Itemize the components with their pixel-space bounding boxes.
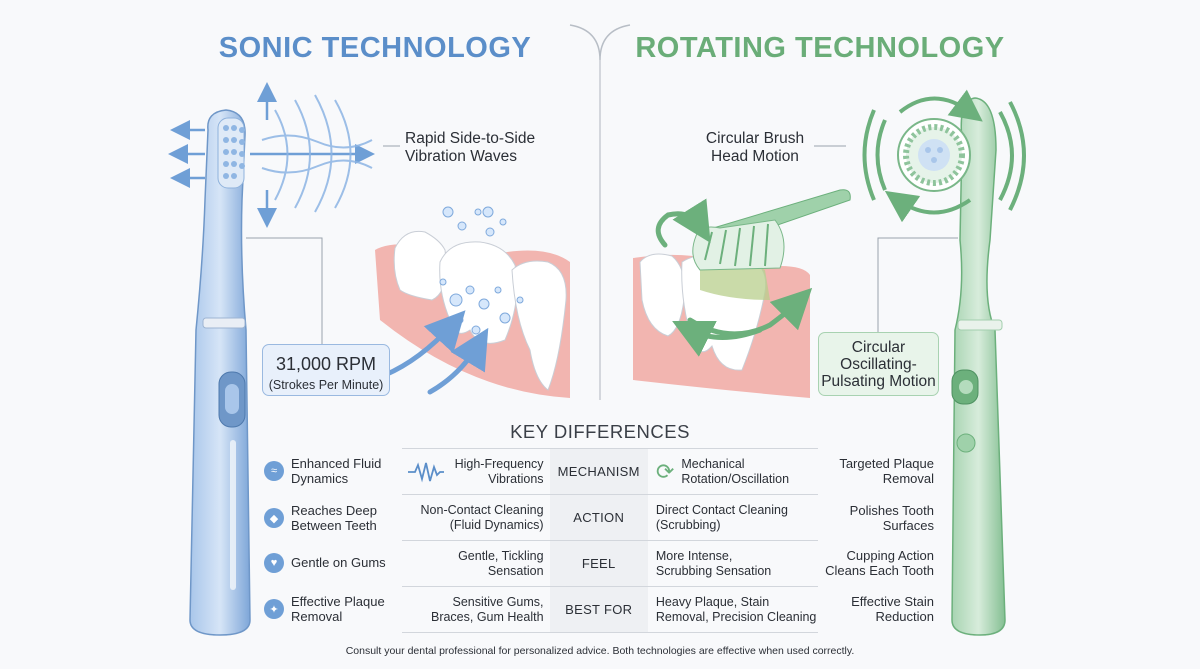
motion-line2: Oscillating- bbox=[840, 356, 917, 373]
rotating-feature-3-line2: Cleans Each Tooth bbox=[825, 563, 934, 578]
sonic-feature-1-line1: Enhanced Fluid bbox=[291, 456, 382, 471]
bestfor-sonic-line1: Sensitive Gums, bbox=[452, 594, 544, 609]
sonic-feature-3-line1: Gentle on Gums bbox=[291, 555, 386, 570]
rotating-toothbrush bbox=[862, 89, 1026, 636]
sonic-feature-1: Enhanced Fluid Dynamics bbox=[291, 456, 381, 486]
feel-rotating-line1: More Intense, bbox=[655, 548, 733, 563]
rotating-callout: Circular Brush Head Motion bbox=[700, 130, 810, 166]
heart-icon: ♥ bbox=[264, 553, 284, 573]
rotating-feature-1-line1: Targeted Plaque bbox=[839, 456, 934, 471]
table-row: Sensitive Gums, Braces, Gum Health BEST … bbox=[402, 586, 818, 633]
rotating-title: ROTATING TECHNOLOGY bbox=[635, 32, 1005, 64]
feel-rotating-line2: Scrubbing Sensation bbox=[655, 563, 772, 578]
footer-note: Consult your dental professional for per… bbox=[345, 645, 855, 657]
rpm-box: 31,000 RPM (Strokes Per Minute) bbox=[262, 344, 390, 396]
sonic-bristles bbox=[217, 117, 245, 189]
sonic-feature-2-line2: Between Teeth bbox=[291, 518, 377, 533]
rotating-feature-2: Polishes Tooth Surfaces bbox=[810, 503, 934, 533]
sonic-feature-4-line2: Removal bbox=[291, 609, 343, 624]
key-differences-table: High-Frequency Vibrations MECHANISM ⟳ Me… bbox=[402, 448, 818, 633]
mechanism-sonic: High-Frequency Vibrations bbox=[402, 448, 550, 495]
rpm-note: (Strokes Per Minute) bbox=[268, 378, 384, 392]
sonic-teeth bbox=[375, 206, 570, 398]
bestfor-rotating: Heavy Plaque, Stain Removal, Precision C… bbox=[647, 586, 818, 633]
sonic-feature-2-line1: Reaches Deep bbox=[291, 503, 377, 518]
bestfor-rotating-line1: Heavy Plaque, Stain bbox=[655, 594, 770, 609]
rotating-feature-1-line2: Removal bbox=[882, 471, 934, 486]
mechanism-rotating-line2: Rotation/Oscillation bbox=[681, 471, 790, 486]
rotating-feature-2-line1: Polishes Tooth bbox=[849, 503, 934, 518]
rotating-feature-1: Targeted Plaque Removal bbox=[810, 456, 934, 486]
mechanism-rotating-line1: Mechanical bbox=[681, 456, 745, 471]
table-row: Gentle, Tickling Sensation FEEL More Int… bbox=[402, 540, 818, 587]
table-row: High-Frequency Vibrations MECHANISM ⟳ Me… bbox=[402, 448, 818, 495]
sonic-feature-1-line2: Dynamics bbox=[291, 471, 349, 486]
feel-sonic-line2: Sensation bbox=[487, 563, 544, 578]
mechanism-rotating: ⟳ Mechanical Rotation/Oscillation bbox=[647, 448, 818, 495]
row-label-action: ACTION bbox=[549, 494, 648, 541]
action-sonic-line1: Non-Contact Cleaning bbox=[420, 502, 544, 517]
motion-box: Circular Oscillating- Pulsating Motion bbox=[818, 332, 939, 396]
rotating-teeth bbox=[633, 189, 851, 398]
table-row: Non-Contact Cleaning (Fluid Dynamics) AC… bbox=[402, 494, 818, 541]
sonic-toothbrush bbox=[168, 82, 375, 636]
action-rotating-line1: Direct Contact Cleaning bbox=[655, 502, 788, 517]
row-label-best-for: BEST FOR bbox=[549, 586, 648, 633]
tooth-icon: ◆ bbox=[264, 508, 284, 528]
bestfor-sonic-line2: Braces, Gum Health bbox=[430, 609, 544, 624]
feel-sonic-line1: Gentle, Tickling bbox=[458, 548, 544, 563]
sonic-title: SONIC TECHNOLOGY bbox=[218, 32, 532, 64]
rotating-brush-head bbox=[692, 189, 851, 271]
feel-rotating: More Intense, Scrubbing Sensation bbox=[647, 540, 818, 587]
shield-icon: ✦ bbox=[264, 599, 284, 619]
rotating-feature-2-line2: Surfaces bbox=[882, 518, 934, 533]
action-sonic-line2: (Fluid Dynamics) bbox=[449, 517, 544, 532]
action-sonic: Non-Contact Cleaning (Fluid Dynamics) bbox=[402, 494, 550, 541]
rotating-callout-line1: Circular Brush bbox=[705, 130, 805, 147]
center-divider bbox=[569, 24, 631, 400]
row-label-feel: FEEL bbox=[549, 540, 648, 587]
rotating-feature-3-line1: Cupping Action bbox=[846, 548, 934, 563]
rotating-feature-4-line1: Effective Stain bbox=[851, 594, 934, 609]
sonic-feature-4-line1: Effective Plaque bbox=[291, 594, 385, 609]
sonic-feature-2: Reaches Deep Between Teeth bbox=[291, 503, 377, 533]
rotating-feature-4-line2: Reduction bbox=[875, 609, 934, 624]
waveform-icon bbox=[407, 461, 444, 482]
rotating-feature-4: Effective Stain Reduction bbox=[810, 594, 934, 624]
sonic-callout-line1: Rapid Side-to-Side bbox=[405, 130, 536, 147]
sonic-feature-4: Effective Plaque Removal bbox=[291, 594, 385, 624]
sonic-callout: Rapid Side-to-Side Vibration Waves bbox=[405, 130, 535, 166]
rotating-feature-3: Cupping Action Cleans Each Tooth bbox=[810, 548, 934, 578]
sonic-callout-line2: Vibration Waves bbox=[405, 148, 517, 165]
rpm-value: 31,000 RPM bbox=[275, 354, 377, 374]
feel-sonic: Gentle, Tickling Sensation bbox=[402, 540, 550, 587]
action-rotating: Direct Contact Cleaning (Scrubbing) bbox=[647, 494, 818, 541]
motion-line3: Pulsating Motion bbox=[821, 373, 936, 390]
mechanism-sonic-line1: High-Frequency bbox=[454, 456, 544, 471]
mechanism-sonic-line2: Vibrations bbox=[488, 471, 544, 486]
key-differences-title: KEY DIFFERENCES bbox=[510, 421, 690, 442]
rotating-callout-line2: Head Motion bbox=[711, 148, 799, 165]
rotate-icon: ⟳ bbox=[655, 458, 675, 484]
action-rotating-line2: (Scrubbing) bbox=[655, 517, 721, 532]
bestfor-rotating-line2: Removal, Precision Cleaning bbox=[655, 609, 817, 624]
wave-icon: ≈ bbox=[264, 461, 284, 481]
row-label-mechanism: MECHANISM bbox=[549, 448, 648, 495]
rotating-round-head bbox=[897, 118, 971, 192]
bestfor-sonic: Sensitive Gums, Braces, Gum Health bbox=[402, 586, 550, 633]
motion-line1: Circular bbox=[851, 339, 906, 356]
sonic-feature-3: Gentle on Gums bbox=[291, 555, 386, 570]
